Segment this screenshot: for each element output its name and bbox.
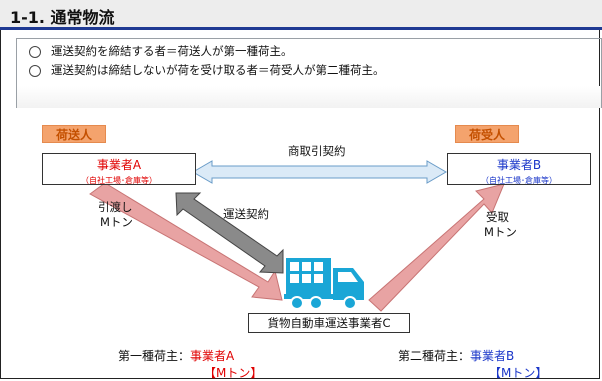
slide-title: 1-1. 通常物流 bbox=[10, 8, 115, 27]
commercial-contract-label: 商取引契約 bbox=[288, 144, 346, 158]
consignee-entity-box: 事業者B （自社工場･倉庫等） bbox=[447, 153, 591, 185]
consignee-sub: （自社工場･倉庫等） bbox=[481, 176, 557, 185]
shipper-entity-box: 事業者A （自社工場･倉庫等） bbox=[42, 153, 196, 185]
first-shipper-amount: 【Mトン】 bbox=[204, 366, 263, 380]
first-shipper-line: 第一種荷主：事業者A bbox=[118, 347, 234, 364]
handover-arrow bbox=[89, 182, 283, 301]
truck-icon bbox=[284, 258, 364, 310]
carrier-label: 貨物自動車運送事業者C bbox=[248, 313, 410, 333]
bullet-circle-icon bbox=[29, 46, 41, 58]
consignee-role-label: 荷受人 bbox=[455, 125, 519, 143]
handover-label-2: Mトン bbox=[100, 215, 133, 229]
title-bar: 1-1. 通常物流 bbox=[0, 0, 602, 30]
bullet-text: 運送契約を締結する者＝荷送人が第一種荷主。 bbox=[51, 44, 293, 58]
receive-label-1: 受取 bbox=[486, 210, 509, 224]
second-shipper-prefix: 第二種荷主： bbox=[398, 349, 471, 363]
first-shipper-prefix: 第一種荷主： bbox=[118, 349, 191, 363]
shipper-role-label: 荷送人 bbox=[42, 125, 106, 143]
handover-label-1: 引渡し bbox=[98, 200, 133, 214]
receive-label-2: Mトン bbox=[484, 225, 517, 239]
commercial-contract-arrow bbox=[192, 160, 447, 184]
receive-arrow bbox=[368, 183, 505, 312]
transport-contract-arrow bbox=[175, 192, 284, 274]
shipper-sub: （自社工場･倉庫等） bbox=[81, 176, 157, 185]
transport-contract-label: 運送契約 bbox=[223, 207, 269, 221]
second-shipper-line: 第二種荷主：事業者B bbox=[398, 347, 514, 364]
shipper-name: 事業者A bbox=[96, 158, 142, 172]
consignee-name: 事業者B bbox=[496, 158, 542, 172]
first-shipper-name: 事業者A bbox=[190, 349, 235, 363]
bullet-text: 運送契約は締結しないが荷を受け取る者＝荷受人が第二種荷主。 bbox=[51, 63, 385, 77]
bullet-circle-icon bbox=[29, 65, 41, 77]
bullet-box: 運送契約を締結する者＝荷送人が第一種荷主。 運送契約は締結しないが荷を受け取る者… bbox=[16, 38, 602, 86]
second-shipper-amount: 【Mトン】 bbox=[489, 366, 548, 380]
second-shipper-name: 事業者B bbox=[470, 349, 515, 363]
